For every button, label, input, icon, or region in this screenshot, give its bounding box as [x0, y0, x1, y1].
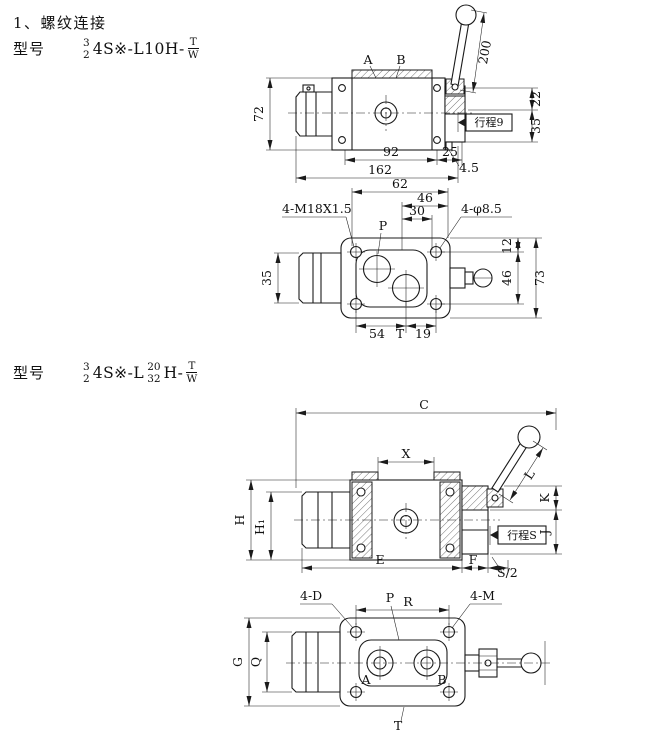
model-code-body-1: 4S※-L10H- — [92, 39, 185, 58]
dim-46-right: 46 — [499, 270, 514, 286]
model-code-prefix-2: 4S※-L — [92, 363, 145, 382]
dim-22: 22 — [528, 91, 543, 107]
frac-top: 3 — [83, 36, 90, 49]
port-a-label-2: A — [360, 672, 371, 687]
dim-25: 25 — [442, 144, 458, 159]
model-code-suffix-2: H- — [163, 363, 184, 382]
model-code-1: 3 2 4S※-L10H- T W — [82, 36, 200, 61]
dim-k: K — [537, 493, 552, 503]
port-t-label-2: T — [394, 718, 403, 733]
dim-f: F — [469, 552, 478, 567]
dim-12: 12 — [499, 238, 514, 254]
dim-72: 72 — [251, 106, 266, 122]
dim-h: H — [232, 514, 247, 525]
port-p-label-2: P — [386, 590, 394, 605]
model-code-2: 3 2 4S※-L 20 32 H- T W — [82, 360, 198, 385]
frac-3-2: 3 2 — [83, 361, 90, 385]
stroke-arrow-1 — [458, 118, 466, 127]
model-label-1: 型号 — [13, 40, 46, 59]
dim-e: E — [375, 552, 384, 567]
dim-19: 19 — [415, 326, 431, 341]
dim-162: 162 — [368, 162, 392, 177]
frac-t-w: T W — [186, 360, 198, 386]
frac-bottom: 32 — [147, 372, 161, 385]
dim-4-5: 4.5 — [459, 160, 479, 175]
dim-r: R — [403, 594, 413, 609]
thread-callout-2: 4-M — [470, 588, 495, 603]
valve1-left-port — [295, 91, 333, 137]
valve1-top-view — [298, 237, 493, 319]
valve2-left-port — [301, 491, 351, 549]
dim-h1: H₁ — [252, 519, 267, 535]
valve1-top-left-port — [298, 252, 342, 304]
frac-top: 20 — [147, 360, 161, 373]
thread-callout: 4-M18X1.5 — [282, 201, 352, 216]
dim-92: 92 — [383, 144, 399, 159]
hole-callout-2: 4-D — [300, 588, 322, 603]
valve1-side-view — [288, 4, 513, 151]
valve2-pivot-pin — [491, 494, 499, 502]
stroke-box-2 — [497, 525, 547, 545]
valve1-pivot-pin — [451, 83, 459, 91]
frac-bottom: 2 — [83, 48, 90, 61]
dim-200: 200 — [475, 39, 494, 65]
valve1-top-dimensions: 62 46 30 4-M18X1.5 4-φ8.5 P 35 54 T 19 1… — [259, 176, 547, 341]
frac-20-32: 20 32 — [147, 361, 160, 385]
port-t-label: T — [396, 326, 405, 341]
section-title: 1、螺纹连接 — [13, 14, 107, 32]
model-line-1: 型号 3 2 4S※-L10H- T W — [13, 36, 200, 61]
frac-bottom: W — [187, 49, 199, 62]
dim-30: 30 — [409, 203, 425, 218]
dim-x: X — [402, 446, 411, 461]
port-b-label: B — [396, 52, 405, 67]
valve2-top-view — [286, 617, 552, 707]
strokeS-label: 行程S — [507, 529, 537, 542]
valve2-top-left-port — [291, 631, 341, 693]
dim-q: Q — [248, 657, 263, 667]
valve1-lever-arm — [450, 19, 470, 87]
port-b-label-2: B — [437, 672, 446, 687]
frac-bottom: W — [186, 373, 198, 386]
hole-callout: 4-φ8.5 — [461, 201, 502, 216]
port-p-label: P — [379, 218, 387, 233]
lever-knob-1 — [455, 4, 477, 26]
valve2-top-dimensions: 4-D P 4-M R G Q A B T — [230, 588, 502, 733]
frac-t-w: T W — [187, 36, 199, 62]
model-label-2: 型号 — [13, 364, 46, 383]
lever-knob-2 — [517, 425, 541, 449]
dim-j: J — [537, 529, 552, 536]
frac-top: T — [186, 360, 198, 374]
frac-3-2: 3 2 — [83, 37, 90, 61]
dim-g: G — [230, 657, 245, 667]
dim-c: C — [419, 397, 429, 412]
dim-s2: S/2 — [497, 565, 518, 580]
dim-35-left: 35 — [259, 270, 274, 286]
valve2-side-view — [294, 425, 547, 561]
dim-62: 62 — [392, 176, 408, 191]
frac-top: 3 — [83, 360, 90, 373]
dim-46-top: 46 — [417, 190, 433, 205]
stroke9-label: 行程9 — [475, 116, 504, 129]
model-line-2: 型号 3 2 4S※-L 20 32 H- T W — [13, 360, 198, 385]
stroke-arrow-2 — [490, 530, 498, 540]
stroke-box-1 — [465, 113, 513, 132]
frac-bottom: 2 — [83, 372, 90, 385]
dim-54: 54 — [369, 326, 385, 341]
valve1-shaft — [449, 267, 466, 289]
dim-73: 73 — [532, 270, 547, 286]
frac-top: T — [187, 36, 199, 50]
valve1-side-dimensions: A B 72 92 25 162 4.5 22 35 200 行程9 — [251, 9, 543, 183]
dim-35-right: 35 — [528, 118, 543, 134]
valve1-top-plate — [351, 69, 433, 79]
port-a-label: A — [362, 52, 373, 67]
